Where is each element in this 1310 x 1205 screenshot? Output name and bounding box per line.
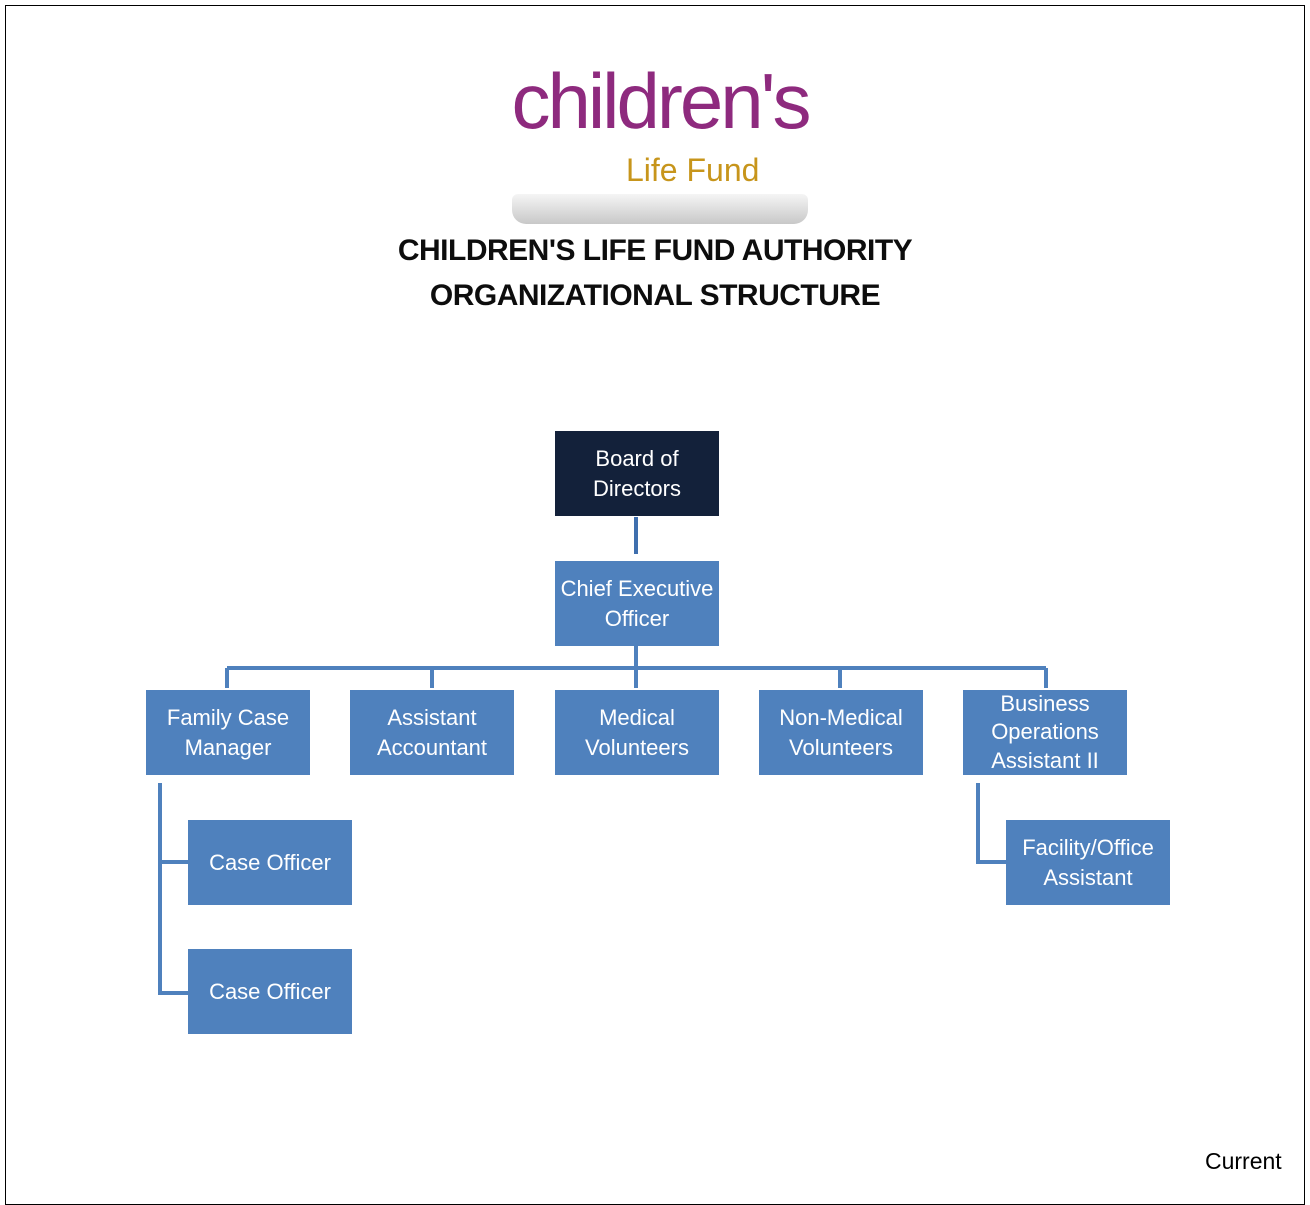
page-title: CHILDREN'S LIFE FUND AUTHORITY xyxy=(397,234,913,267)
connector-fcm-case-officers xyxy=(158,783,188,995)
logo-sub-text: Life Fund xyxy=(626,152,760,188)
node-case-officer-1: Case Officer xyxy=(188,820,352,905)
node-board-of-directors: Board of Directors xyxy=(555,431,719,516)
page-subtitle: ORGANIZATIONAL STRUCTURE xyxy=(429,279,881,312)
logo-main-text: children's xyxy=(511,57,811,145)
childrens-life-fund-logo: children's Life Fund xyxy=(510,57,812,232)
node-business-operations-assistant: Business Operations Assistant II xyxy=(963,690,1127,775)
node-family-case-manager: Family Case Manager xyxy=(146,690,310,775)
connector-bops-facility xyxy=(976,783,1006,864)
node-assistant-accountant: Assistant Accountant xyxy=(350,690,514,775)
footer-note: Current xyxy=(1205,1148,1282,1174)
node-non-medical-volunteers: Non-Medical Volunteers xyxy=(759,690,923,775)
node-chief-executive-officer: Chief Executive Officer xyxy=(555,561,719,646)
node-facility-office-assistant: Facility/Office Assistant xyxy=(1006,820,1170,905)
node-case-officer-2: Case Officer xyxy=(188,949,352,1034)
node-medical-volunteers: Medical Volunteers xyxy=(555,690,719,775)
logo-reflection-bar xyxy=(512,194,808,224)
